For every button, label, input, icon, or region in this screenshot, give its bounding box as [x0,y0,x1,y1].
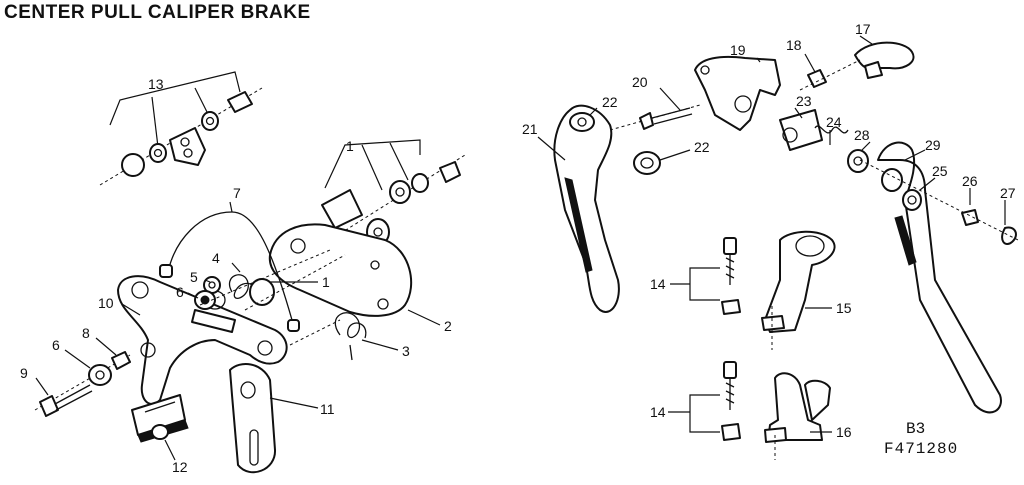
callout-numbers: 13 1 7 4 5 6 1 10 2 8 6 3 9 11 12 17 18 … [20,21,1016,475]
diagram-title: CENTER PULL CALIPER BRAKE [4,2,311,23]
callout-8: 8 [82,325,90,341]
callout-27: 27 [1000,185,1016,201]
callout-9: 9 [20,365,28,381]
callout-14-top: 14 [650,276,666,292]
callout-28: 28 [854,127,870,143]
mounting-bolt-assembly-13 [99,71,263,186]
callout-4: 4 [212,250,220,266]
callout-29: 29 [925,137,941,153]
callout-18: 18 [786,37,802,53]
callout-21: 21 [522,121,538,137]
callout-12: 12 [172,459,188,475]
callout-1-top: 1 [346,138,354,154]
clamp-bracket-16 [764,372,831,460]
callout-3: 3 [402,343,410,359]
callout-24: 24 [826,114,842,130]
callout-23: 23 [796,93,812,109]
left-lever-21 [553,104,620,313]
callout-20: 20 [632,74,648,90]
page-code-b3: B3 [906,420,926,438]
callout-11: 11 [320,401,335,417]
callout-13: 13 [148,76,164,92]
callout-5: 5 [190,269,198,285]
pivot-bolt-nuts-1 [321,139,466,246]
return-spring-7 [159,211,300,332]
brake-shoe-12 [131,394,189,443]
callout-14-bottom: 14 [650,404,666,420]
callout-19: 19 [730,42,746,58]
callout-6-bottom: 6 [52,337,60,353]
adjusting-bolt-9-8-6 [34,351,131,417]
bolt-nut-14b [668,361,741,441]
right-lever-29-25-26-27 [847,141,1019,414]
figure-number: F471280 [884,440,959,458]
callout-2: 2 [444,318,452,334]
pivot-bolt-stack-5-6 [194,249,331,310]
callout-leaders [35,53,1006,461]
callout-10: 10 [98,295,114,311]
bolt-nut-14a [670,237,741,315]
lever-clamp-17-18-19 [694,35,915,131]
callout-6-top: 6 [176,284,184,300]
callout-22-bottom: 22 [694,139,710,155]
callout-16: 16 [836,424,852,440]
callout-17: 17 [855,21,871,37]
callout-7: 7 [233,185,241,201]
spring-coils-4-3 [229,254,367,361]
callout-22-top: 22 [602,94,618,110]
callout-1-mid: 1 [322,274,330,290]
lever-pivot-20-22-23 [609,104,849,175]
callout-15: 15 [836,300,852,316]
callout-26: 26 [962,173,978,189]
caliper-arm-2 [268,223,413,317]
callout-25: 25 [932,163,948,179]
caliper-yoke-10-11 [117,275,341,474]
clamp-bracket-15 [761,230,836,350]
